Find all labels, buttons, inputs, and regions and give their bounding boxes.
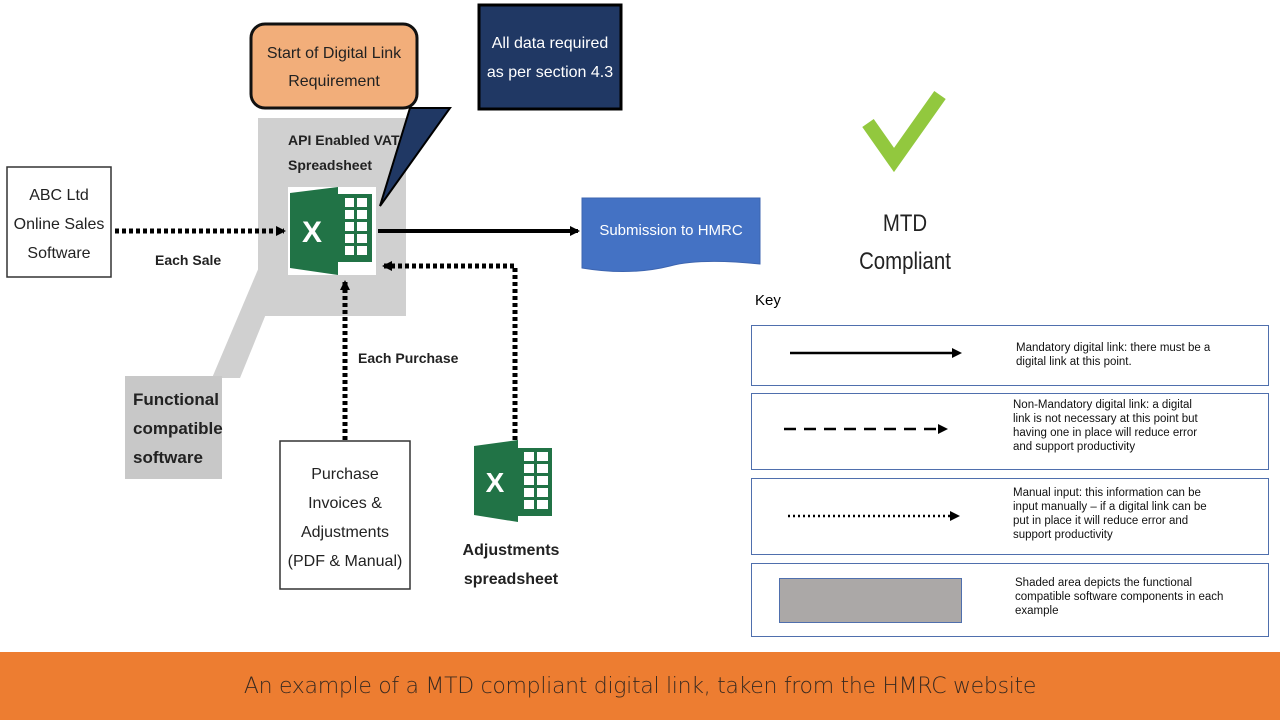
start-digital-link-box <box>249 22 419 110</box>
abc-label-2: Online Sales <box>14 216 105 233</box>
key-text-shaded: Shaded area depicts the functional compa… <box>1015 577 1224 617</box>
functional-software-box <box>125 376 222 479</box>
adjustments-label-1: Adjustments <box>463 542 560 559</box>
key-row-manual-input: Manual input: this information can be in… <box>751 478 1269 555</box>
adjustments-label-2: spreadsheet <box>464 571 559 588</box>
callout-pointer <box>379 107 452 207</box>
excel-icon: X <box>288 187 376 275</box>
compliant-label: Compliant <box>859 248 951 275</box>
caption-footer: An example of a MTD compliant digital li… <box>0 652 1280 720</box>
abc-online-sales-box <box>6 166 112 278</box>
adjustments-excel-icon: X <box>474 440 552 522</box>
purchase-label-1: Purchase <box>311 466 379 483</box>
purchase-label-4: (PDF & Manual) <box>288 553 403 570</box>
key-row-mandatory: Mandatory digital link: there must be a … <box>751 325 1269 386</box>
mtd-diagram: Functional compatible software Start of … <box>6 3 946 590</box>
purchase-invoices-box <box>279 440 411 590</box>
api-label-2: Spreadsheet <box>288 157 372 173</box>
excel-letter: X <box>302 216 322 249</box>
callout-label-2: as per section 4.3 <box>487 64 613 81</box>
submission-label: Submission to HMRC <box>599 222 743 239</box>
submission-to-hmrc-box <box>581 197 761 273</box>
start-label-1: Start of Digital Link <box>267 45 402 62</box>
each-sale-label: Each Sale <box>155 252 221 268</box>
key-row-shaded: Shaded area depicts the functional compa… <box>751 563 1269 637</box>
purchase-label-2: Invoices & <box>308 495 382 512</box>
caption-text: An example of a MTD compliant digital li… <box>243 673 1037 699</box>
mtd-compliant-status: MTD Compliant <box>841 205 969 281</box>
each-purchase-label: Each Purchase <box>358 350 459 366</box>
key-text-non-mandatory: Non-Mandatory digital link: a digital li… <box>1013 399 1198 453</box>
checkmark-icon <box>862 90 946 173</box>
key-text-manual-input: Manual input: this information can be in… <box>1013 487 1207 541</box>
functional-label-1: Functional <box>133 390 219 409</box>
purchase-label-3: Adjustments <box>301 524 389 541</box>
api-label-1: API Enabled VAT <box>288 132 400 148</box>
adjustments-arrow <box>382 261 518 440</box>
dotted-arrow-icon <box>788 511 960 521</box>
data-required-callout <box>477 3 623 111</box>
adjustments-excel-letter: X <box>486 467 505 498</box>
key-text-mandatory: Mandatory digital link: there must be a … <box>1016 342 1211 368</box>
start-label-2: Requirement <box>288 73 380 90</box>
key-title: Key <box>755 292 781 309</box>
functional-pointer <box>212 255 290 378</box>
mtd-label: MTD <box>882 210 928 237</box>
dashed-arrow-icon <box>784 424 948 434</box>
abc-label-3: Software <box>27 245 90 262</box>
abc-label-1: ABC Ltd <box>29 187 89 204</box>
functional-label-3: software <box>133 448 203 467</box>
callout-label-1: All data required <box>492 35 609 52</box>
key-row-non-mandatory: Non-Mandatory digital link: a digital li… <box>751 393 1269 470</box>
functional-label-2: compatible <box>133 419 223 438</box>
shaded-area-swatch <box>779 578 962 623</box>
solid-arrow-icon <box>790 348 962 358</box>
